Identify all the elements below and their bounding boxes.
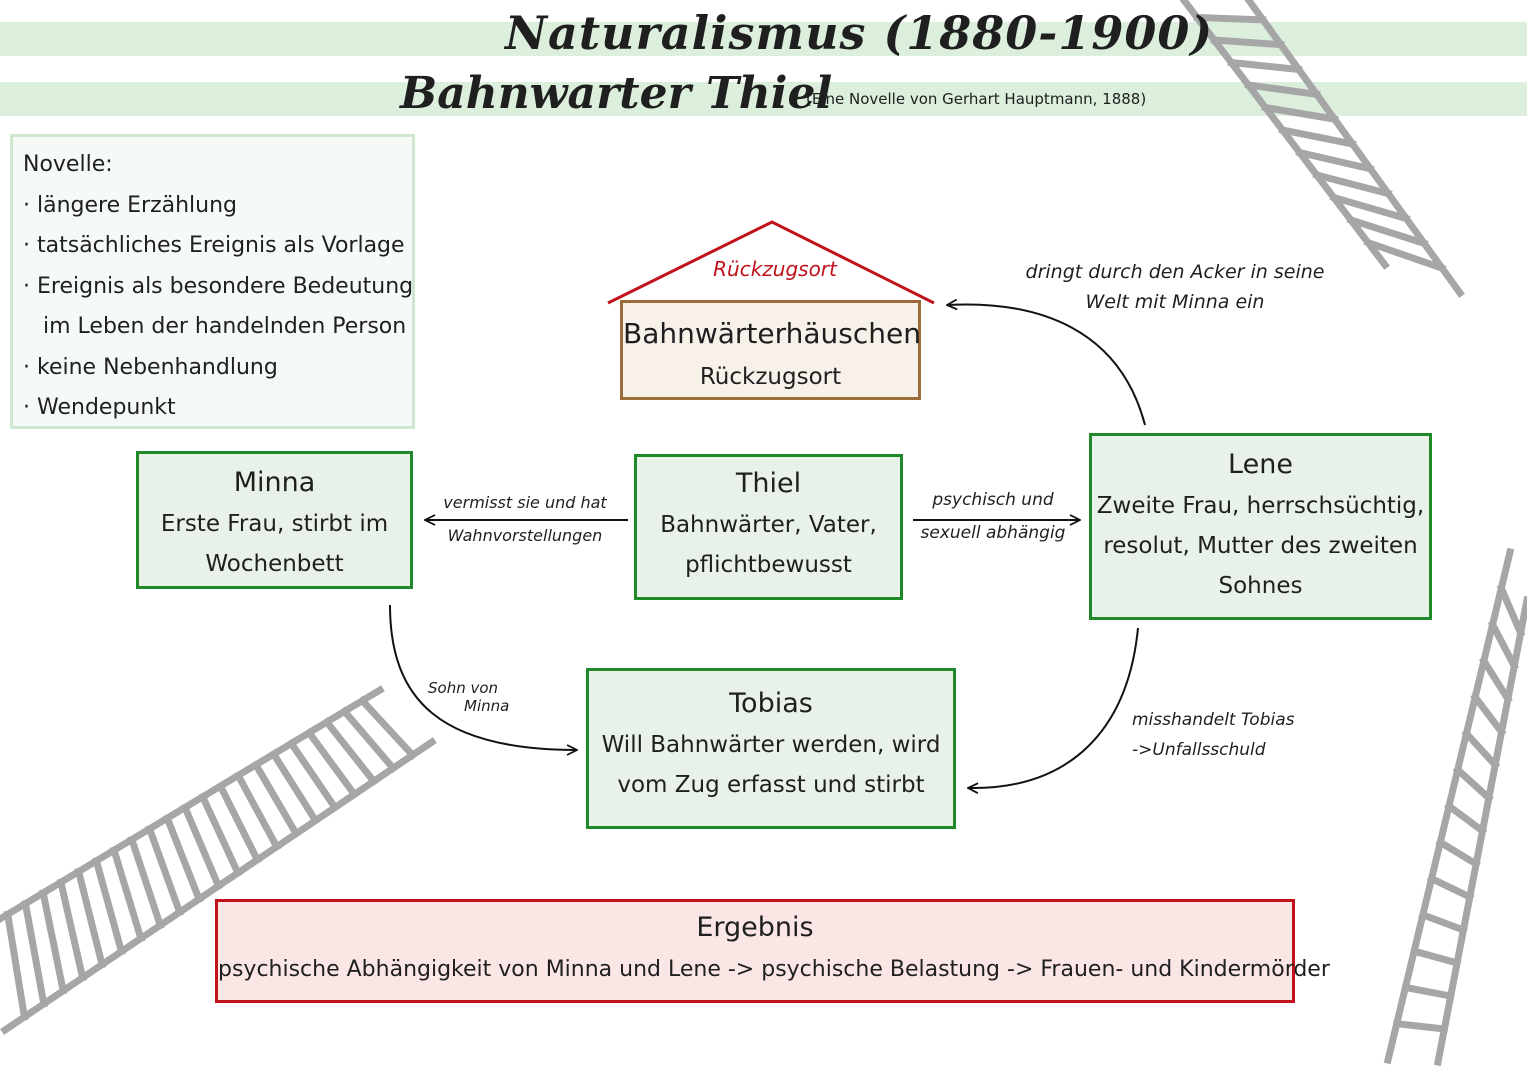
ladder-right-icon-rung [1392, 1019, 1449, 1033]
ladder-bottom-left-icon-rung [198, 792, 243, 878]
ladder-bottom-left-icon-rung [162, 813, 204, 904]
ladder-top-right-icon-rung [1261, 103, 1339, 124]
character-name: Minna [233, 467, 316, 498]
ladder-bottom-left-icon-rung [127, 835, 165, 930]
character-name: Thiel [735, 468, 802, 499]
list-item: ·tatsächliches Ereignis als Vorlage [23, 233, 405, 258]
house-roof-icon [607, 220, 935, 305]
ladder-bottom-left-icon-rung [357, 695, 418, 761]
character-tobias-box: Tobias Will Bahnwärter werden, wird vom … [586, 668, 956, 829]
ladder-bottom-left-icon-rung [268, 749, 321, 826]
ladder-bottom-left-icon-rung [251, 759, 301, 839]
ladder-bottom-left-icon-rung [21, 899, 48, 1008]
ladder-top-right-icon-rung [1193, 13, 1267, 24]
character-desc: pflichtbewusst [685, 552, 852, 578]
ladder-top-right-icon-rung [1346, 215, 1429, 248]
list-item: ·keine Nebenhandlung [23, 354, 278, 380]
relation-label-minna-tobias: Sohn von Minna [428, 679, 510, 715]
ladder-top-right-icon-rung [1312, 170, 1393, 198]
house-sub: Rückzugsort [699, 364, 842, 390]
list-item: ·Ereignis als besondere Bedeutung [23, 273, 414, 299]
ladder-bottom-left-icon-rung [92, 856, 126, 956]
ladder-top-right-icon-rung [1210, 36, 1285, 49]
ladder-bottom-left-icon-rung [233, 770, 282, 852]
house-name: Bahnwärterhäuschen [623, 317, 922, 350]
character-name: Lene [1228, 449, 1293, 480]
ladder-right-icon-rung [1435, 837, 1481, 869]
character-minna-box: Minna Erste Frau, stirbt im Wochenbett [136, 451, 413, 589]
list-item: im Leben der handelnden Person [43, 314, 407, 339]
result-box: Ergebnis psychische Abhängigkeit von Min… [215, 899, 1330, 1003]
character-desc: Zweite Frau, herrschsüchtig, [1096, 493, 1425, 519]
novelle-heading: Novelle: [23, 152, 113, 177]
novelle-list: ·längere Erzählung ·tatsächliches Ereign… [23, 186, 414, 429]
ladder-bottom-left-icon-rung [180, 802, 224, 891]
ladder-bottom-left-icon-rung [109, 845, 146, 943]
ladder-right-icon-rung [1470, 692, 1507, 737]
ladder-right-icon-rung [1496, 583, 1526, 638]
character-lene-box: Lene Zweite Frau, herrschsüchtig, resolu… [1089, 433, 1432, 620]
relation-label-lene-house: dringt durch den Acker in seine Welt mit… [1025, 261, 1325, 313]
result-title: Ergebnis [696, 912, 814, 943]
character-desc: Erste Frau, stirbt im [160, 511, 389, 537]
novelle-definition-box: Novelle: ·längere Erzählung ·tatsächlich… [10, 134, 415, 429]
ladder-right-icon-rung [1444, 801, 1488, 836]
ladder-right-icon-rung [1409, 946, 1462, 968]
list-item: ·Wendepunkt [23, 395, 176, 420]
ladder-top-right-icon-rung [1363, 238, 1447, 273]
character-name: Tobias [729, 688, 813, 719]
house-roof-label: Rückzugsort [713, 257, 837, 281]
character-thiel-box: Thiel Bahnwärter, Vater, pflichtbewusst [634, 454, 903, 600]
house-box: Bahnwärterhäuschen Rückzugsort [620, 300, 921, 400]
ladder-right-icon-rung [1479, 656, 1513, 704]
arrow-lene-to-tobias [968, 627, 1139, 788]
character-desc: vom Zug erfasst und stirbt [617, 772, 925, 798]
ladder-bottom-left-icon-rung [3, 910, 29, 1021]
character-desc: Bahnwärter, Vater, [660, 512, 877, 538]
ladder-right-icon-rung [1401, 983, 1455, 1001]
ladder-bottom-left-icon-rung [321, 717, 379, 787]
list-item: ·längere Erzählung [23, 192, 238, 218]
ladder-bottom-left-icon-rung [304, 727, 360, 800]
ladder-bottom-left-icon-rail [0, 685, 385, 924]
ladder-bottom-left-icon-rung [39, 888, 68, 995]
character-desc: Wochenbett [205, 551, 344, 577]
work-title: Bahnwarter Thiel [400, 68, 833, 119]
relation-label-thiel-minna: vermisst sie und hat Wahnvorstellungen [443, 493, 607, 545]
work-subtitle: (Eine Novelle von Gerhart Hauptmann, 188… [806, 90, 1147, 108]
ladder-bottom-left-icon-rung [56, 878, 87, 982]
relation-label-lene-tobias: misshandelt Tobias ->Unfallsschuld [1132, 710, 1295, 760]
ladder-bottom-left-icon-rung [339, 706, 399, 774]
page-title: Naturalismus (1880-1900) [505, 6, 1214, 60]
ladder-bottom-left-icon-rung [145, 824, 185, 917]
ladder-bottom-left-icon-rung [286, 738, 340, 813]
ladder-bottom-left-icon-rung [215, 781, 263, 865]
ladder-top-right-icon-rung [1244, 81, 1321, 99]
ladder-right-icon-rung [1487, 619, 1520, 671]
result-text: psychische Abhängigkeit von Minna und Le… [218, 957, 1330, 982]
ladder-right-icon-rung [1426, 873, 1475, 902]
ladder-top-right-icon-rung [1295, 148, 1375, 174]
character-desc: resolut, Mutter des zweiten [1103, 533, 1418, 559]
relation-label-thiel-lene: psychisch und sexuell abhängig [920, 490, 1066, 543]
arrow-minna-to-tobias [389, 604, 577, 750]
ladder-right-icon-rung [1452, 764, 1494, 803]
ladder-right-icon-rung [1418, 910, 1468, 935]
ladder-bottom-left-icon-rung [74, 867, 107, 969]
ladder-right-icon-rung [1461, 728, 1501, 770]
ladder-top-right-icon-rung [1329, 193, 1411, 223]
character-desc: Sohnes [1218, 573, 1303, 599]
ladder-top-right-icon-rung [1227, 58, 1303, 74]
ladder-top-right-icon-rung [1278, 125, 1357, 149]
arrow-lene-to-house [947, 304, 1146, 426]
character-desc: Will Bahnwärter werden, wird [601, 732, 941, 758]
